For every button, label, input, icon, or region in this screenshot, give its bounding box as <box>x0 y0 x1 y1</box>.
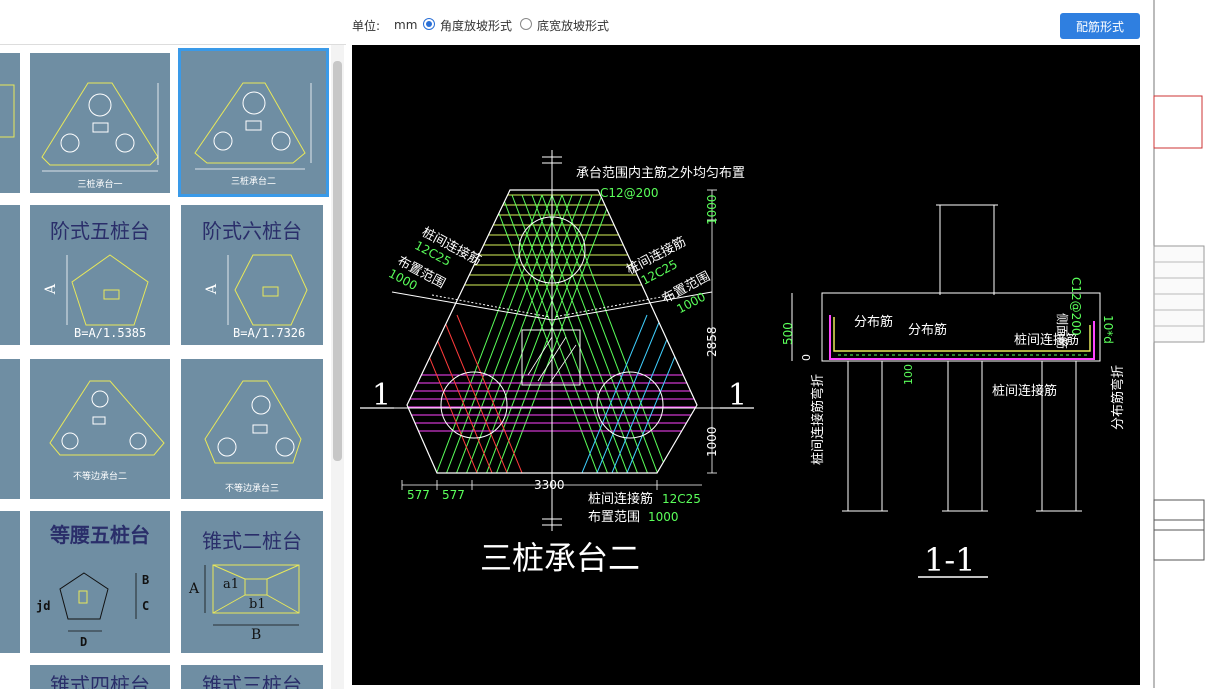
thumbnail-title: 阶式六桩台 <box>202 219 302 243</box>
rebar-form-button[interactable]: 配筋形式 <box>1060 13 1140 39</box>
section-link-rebar-2: 桩间连接筋 <box>992 383 1057 399</box>
thumbnail-formula: B=A/1.5385 <box>74 326 147 340</box>
dim-right-bottom: 1000 <box>705 426 719 457</box>
thumbnail-title: 锥式二桩台 <box>202 529 302 553</box>
thumbnail-title: 阶式五桩台 <box>50 219 150 243</box>
section-link-rebar: 桩间连接筋 <box>1014 332 1079 348</box>
thumbnail-title: 等腰五桩台 <box>50 523 150 547</box>
cap-type-gallery: 三桩承台一 三桩承台二 阶式五桩台 B=A/1.5385 A 阶式六桩台 <box>0 44 346 689</box>
angle-slope-label[interactable]: 角度放坡形式 <box>440 19 513 33</box>
unit-value: mm <box>394 18 418 32</box>
plan-title: 三桩承台二 <box>480 539 640 577</box>
thumbnail-cone-four-pile[interactable]: 锥式四桩台 <box>30 665 170 689</box>
background-window <box>1152 0 1224 688</box>
section-left-vertical-label: 桩间连接筋弯折 <box>810 374 826 465</box>
section-side-rebar: 侧面筋 <box>1055 313 1070 349</box>
cap-outline <box>406 189 698 474</box>
bottom-range-label: 布置范围 <box>588 510 640 525</box>
thumbnail-partial-2[interactable] <box>0 205 20 345</box>
thumbnail-partial-4[interactable] <box>0 511 20 653</box>
note-top: 承台范围内主筋之外均匀布置 <box>576 165 745 181</box>
label-d: D <box>80 635 88 649</box>
thumbnail-side-label: A <box>43 283 60 295</box>
width-slope-label[interactable]: 底宽放坡形式 <box>537 19 610 33</box>
label-b: B <box>251 627 262 643</box>
bottom-range-value: 1000 <box>648 510 679 524</box>
thumbnail-side-label: A <box>204 283 221 295</box>
section-mark-left: 1 <box>372 378 391 413</box>
thumbnail-caption: 不等边承台二 <box>72 472 127 482</box>
section-distribution-1: 分布筋 <box>854 314 893 330</box>
dim-bottom-3: 3300 <box>534 478 565 492</box>
section-dim-100: 100 <box>902 364 915 385</box>
section-hook-length: 10*d <box>1101 315 1115 344</box>
label-a: A <box>189 581 200 597</box>
thumbnail-partial-1[interactable] <box>0 53 20 193</box>
label-b: B <box>142 573 150 587</box>
pile-right <box>596 371 664 439</box>
thumbnail-title: 锥式四桩台 <box>50 673 150 689</box>
label-b1: b1 <box>249 597 266 612</box>
toolbar: 单位: mm 角度放坡形式 底宽放坡形式 配筋形式 <box>0 0 1152 44</box>
note-top-rebar: C12@200 <box>600 186 659 200</box>
gallery-scrollbar-thumb[interactable] <box>333 61 342 461</box>
dim-right-top: 1000 <box>705 194 719 225</box>
width-slope-radio[interactable] <box>520 18 532 30</box>
thumbnail-partial-3[interactable] <box>0 359 20 499</box>
section-dim-0: 0 <box>800 354 813 361</box>
thumbnail-cone-three-pile[interactable]: 锥式三桩台 <box>181 665 323 689</box>
thumbnail-unequal-cap-3[interactable]: 不等边承台三 <box>181 359 323 499</box>
angle-slope-radio[interactable] <box>423 18 435 30</box>
label-jd: jd <box>36 599 51 613</box>
thumbnail-three-pile-cap-1[interactable]: 三桩承台一 <box>30 53 170 193</box>
bottom-rebar-value: 12C25 <box>662 492 701 506</box>
section-distribution-2: 分布筋 <box>908 322 947 338</box>
thumbnail-caption: 三桩承台二 <box>230 177 276 187</box>
section-dim-500: 500 <box>781 322 795 345</box>
dim-bottom-1: 577 <box>407 488 430 502</box>
dim-bottom-2: 577 <box>442 488 465 502</box>
cad-preview: 1 1 1000 2858 1000 577 577 3300 承台范围内主筋之… <box>352 45 1140 685</box>
unit-label: 单位: <box>352 19 381 33</box>
thumbnail-caption: 不等边承台三 <box>224 484 279 494</box>
thumbnail-title: 锥式三桩台 <box>202 673 302 689</box>
section-mark-right: 1 <box>728 378 747 413</box>
thumbnail-stepped-five-pile[interactable]: 阶式五桩台 B=A/1.5385 A <box>30 205 170 345</box>
thumbnail-unequal-cap-2[interactable]: 不等边承台二 <box>30 359 170 499</box>
thumbnail-caption: 三桩承台一 <box>77 180 123 190</box>
thumbnail-isosceles-five-pile[interactable]: 等腰五桩台 B C D jd <box>30 511 170 653</box>
bottom-rebar-label: 桩间连接筋 <box>588 491 653 507</box>
thumbnail-stepped-six-pile[interactable]: 阶式六桩台 B=A/1.7326 A <box>181 205 323 345</box>
dim-right-middle: 2858 <box>705 326 719 357</box>
thumbnail-formula: B=A/1.7326 <box>233 326 306 340</box>
section-rebar-magenta <box>829 315 1095 360</box>
pile-left <box>440 371 508 439</box>
section-right-vertical-label: 分布筋弯折 <box>1110 365 1126 430</box>
section-outline <box>791 204 1101 512</box>
label-c: C <box>142 599 150 613</box>
label-a1: a1 <box>223 577 240 592</box>
cad-drawing: 1 1 1000 2858 1000 577 577 3300 承台范围内主筋之… <box>360 150 1126 579</box>
thumbnail-three-pile-cap-2[interactable]: 三桩承台二 <box>178 48 329 197</box>
column-outline <box>521 329 581 386</box>
section-side-rebar-value: C12@200 <box>1069 277 1083 336</box>
section-rebar-yellow <box>833 317 1091 352</box>
thumbnail-cone-two-pile[interactable]: 锥式二桩台 A a1 b1 B <box>181 511 323 653</box>
section-title: 1-1 <box>924 541 976 579</box>
